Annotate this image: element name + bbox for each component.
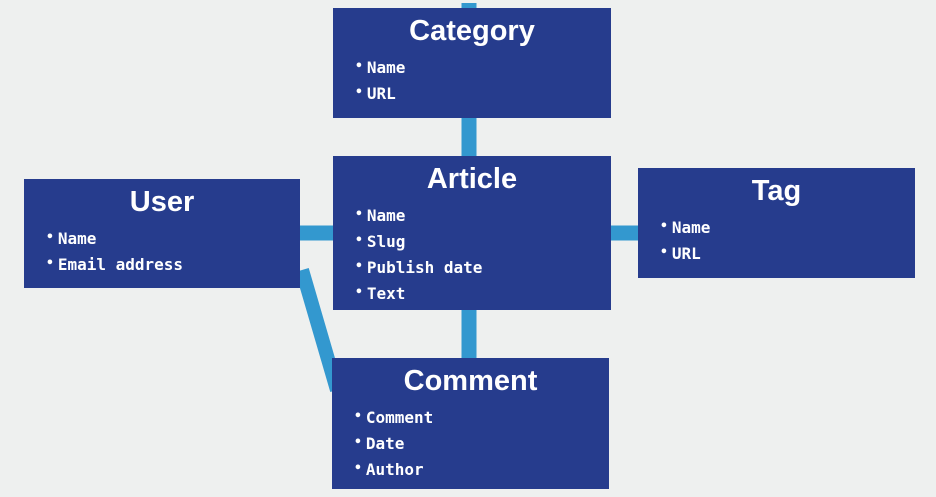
bullet-icon: • [355,233,363,248]
bullet-icon: • [354,409,362,424]
entity-comment-fields: •Comment•Date•Author [332,405,609,483]
field-item: •URL [660,241,907,267]
field-item: •Name [46,226,292,252]
bullet-icon: • [355,285,363,300]
bullet-icon: • [46,256,54,271]
entity-category-fields: •Name•URL [333,55,611,107]
field-label: Name [671,218,711,237]
entity-comment-title: Comment [403,365,538,397]
bullet-icon: • [354,435,362,450]
entity-tag[interactable]: Tag •Name•URL [638,168,915,278]
bullet-icon: • [46,230,54,245]
field-item: •Date [354,431,601,457]
entity-article-fields: •Name•Slug•Publish date•Text [333,203,611,307]
field-label: URL [671,244,701,263]
field-item: •Name [660,215,907,241]
field-item: •Slug [355,229,603,255]
entity-comment[interactable]: Comment •Comment•Date•Author [332,358,609,489]
connector-user-comment [295,268,344,392]
field-item: •URL [355,81,603,107]
bullet-icon: • [355,259,363,274]
bullet-icon: • [355,85,363,100]
field-label: Slug [366,232,406,251]
field-item: •Email address [46,252,292,278]
field-label: Comment [365,408,434,427]
entity-category-title: Category [409,15,535,47]
bullet-icon: • [660,245,668,260]
field-item: •Publish date [355,255,603,281]
field-item: •Name [355,203,603,229]
field-label: URL [366,84,396,103]
entity-category[interactable]: Category •Name•URL [333,8,611,118]
entity-user[interactable]: User •Name•Email address [24,179,300,288]
field-item: •Author [354,457,601,483]
field-label: Publish date [366,258,483,277]
bullet-icon: • [355,207,363,222]
entity-article[interactable]: Article •Name•Slug•Publish date•Text [333,156,611,310]
field-label: Name [366,206,406,225]
field-label: Text [366,284,406,303]
field-label: Author [365,460,424,479]
field-item: •Text [355,281,603,307]
field-item: •Name [355,55,603,81]
entity-tag-fields: •Name•URL [638,215,915,267]
field-label: Name [57,229,97,248]
field-label: Name [366,58,406,77]
entity-article-title: Article [426,163,518,195]
entity-user-title: User [129,186,195,218]
field-label: Date [365,434,405,453]
bullet-icon: • [660,219,668,234]
bullet-icon: • [355,59,363,74]
bullet-icon: • [354,461,362,476]
field-label: Email address [57,255,184,274]
entity-user-fields: •Name•Email address [24,226,300,278]
entity-tag-title: Tag [751,175,802,207]
field-item: •Comment [354,405,601,431]
